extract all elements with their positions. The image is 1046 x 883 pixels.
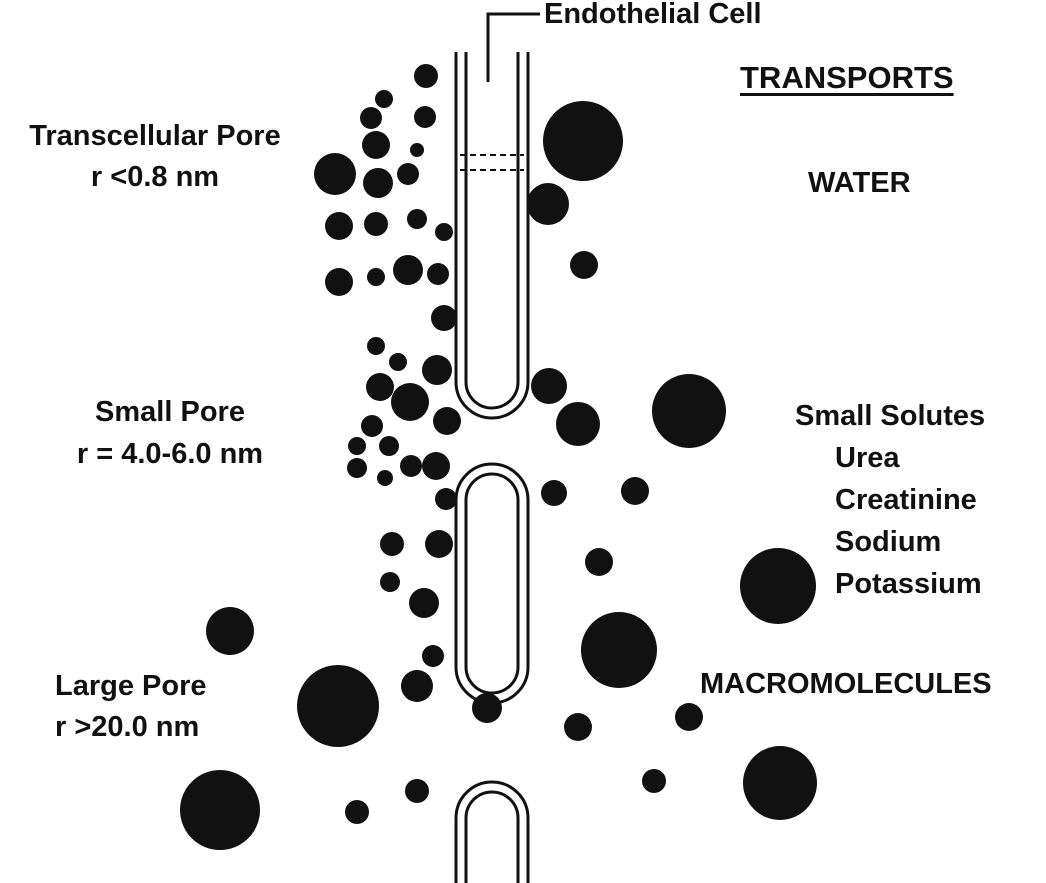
particle: [401, 670, 433, 702]
particle: [564, 713, 592, 741]
lower-endothelial-cell-outline: [454, 780, 530, 883]
transcellular-pore-label: Transcellular Pore r <0.8 nm: [0, 120, 310, 195]
particle: [433, 407, 461, 435]
particle: [393, 255, 423, 285]
urea-label: Urea: [835, 442, 900, 474]
particle: [435, 488, 457, 510]
particle: [380, 572, 400, 592]
transcellular-pore-dashes: [460, 154, 524, 171]
particle: [325, 212, 353, 240]
particle: [391, 383, 429, 421]
particle: [422, 452, 450, 480]
particle: [325, 268, 353, 296]
middle-endothelial-cell-inner-outline: [464, 472, 520, 695]
particle: [360, 107, 382, 129]
particle: [377, 470, 393, 486]
particle: [743, 746, 817, 820]
potassium-label: Potassium: [835, 568, 982, 600]
particle: [541, 480, 567, 506]
particle: [422, 355, 452, 385]
particle: [427, 263, 449, 285]
large-pore-radius: r >20.0 nm: [55, 711, 200, 744]
large-pore-title: Large Pore: [55, 670, 207, 702]
particle: [414, 64, 438, 88]
transcellular-pore-title: Transcellular Pore: [29, 120, 281, 152]
particle: [422, 645, 444, 667]
particle: [410, 143, 424, 157]
particle: [314, 153, 356, 195]
particle: [348, 437, 366, 455]
creatinine-label: Creatinine: [835, 484, 977, 516]
particle: [409, 588, 439, 618]
endothelial-cell-leader-line: [486, 12, 540, 82]
particle: [362, 131, 390, 159]
small-pore-radius: r = 4.0-6.0 nm: [76, 438, 264, 471]
small-solutes-label: Small Solutes: [795, 400, 986, 432]
particle: [531, 368, 567, 404]
particle: [400, 455, 422, 477]
particle: [407, 209, 427, 229]
sodium-label: Sodium: [835, 526, 942, 558]
particle: [379, 436, 399, 456]
particle: [345, 800, 369, 824]
particle: [405, 779, 429, 803]
particle: [414, 106, 436, 128]
particle: [652, 374, 726, 448]
particle: [347, 458, 367, 478]
particle: [375, 90, 393, 108]
particle: [581, 612, 657, 688]
small-pore-title: Small Pore: [95, 396, 245, 428]
particle: [180, 770, 260, 850]
transports-heading: TRANSPORTS: [740, 60, 954, 95]
particle: [397, 163, 419, 185]
lower-endothelial-cell-inner-outline: [464, 790, 520, 883]
particle: [380, 532, 404, 556]
particle: [556, 402, 600, 446]
small-pore-label: Small Pore r = 4.0-6.0 nm: [20, 396, 320, 472]
particle: [435, 223, 453, 241]
particle: [297, 665, 379, 747]
particle: [621, 477, 649, 505]
particle: [675, 703, 703, 731]
particle: [570, 251, 598, 279]
particle: [389, 353, 407, 371]
particle: [361, 415, 383, 437]
particle: [364, 212, 388, 236]
transcellular-pore-radius: r <0.8 nm: [90, 161, 220, 194]
particle: [206, 607, 254, 655]
water-label: WATER: [808, 167, 911, 199]
particle: [642, 769, 666, 793]
upper-endothelial-cell-outline: [454, 52, 530, 420]
endothelial-cell-label: Endothelial Cell: [544, 0, 762, 30]
particle: [366, 373, 394, 401]
particle: [425, 530, 453, 558]
particle: [431, 305, 457, 331]
particle: [367, 268, 385, 286]
macromolecules-label: MACROMOLECULES: [700, 668, 992, 700]
upper-endothelial-cell-inner-outline: [464, 52, 520, 410]
particle: [585, 548, 613, 576]
particle: [527, 183, 569, 225]
particle: [363, 168, 393, 198]
middle-endothelial-cell-outline: [454, 462, 530, 705]
particle: [543, 101, 623, 181]
particle: [740, 548, 816, 624]
particle: [472, 693, 502, 723]
particles: [180, 64, 817, 850]
particle: [367, 337, 385, 355]
large-pore-label: Large Pore r >20.0 nm: [55, 670, 207, 745]
